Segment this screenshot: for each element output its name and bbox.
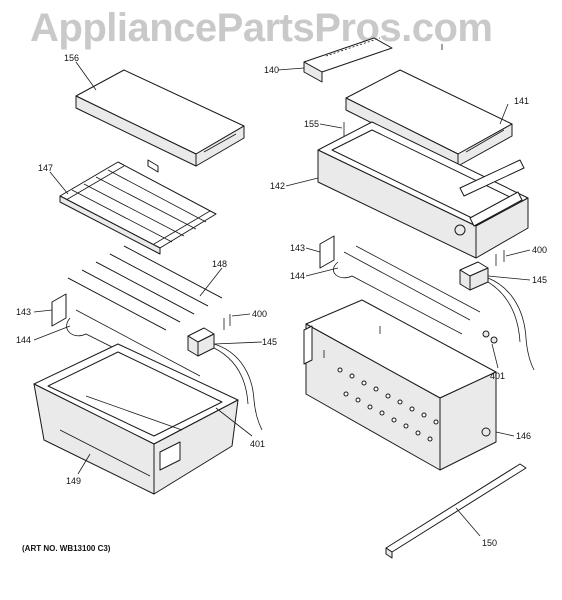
callout-401: 401 — [250, 439, 265, 449]
callout-156: 156 — [64, 53, 79, 63]
callout-155: 155 — [304, 119, 319, 129]
callout-144: 144 — [290, 271, 305, 281]
callout-145: 145 — [262, 337, 277, 347]
callout-400: 400 — [532, 245, 547, 255]
watermark-logo: AppliancePartsPros.com — [30, 6, 493, 50]
part-147-grate[interactable] — [59, 161, 217, 255]
part-141-lid[interactable] — [345, 69, 513, 167]
callout-142: 142 — [270, 181, 285, 191]
part-156-cover[interactable] — [75, 69, 245, 173]
callout-146: 146 — [516, 431, 531, 441]
part-143-bracket[interactable] — [51, 293, 67, 327]
screw-400-right[interactable] — [495, 250, 505, 266]
part-149-pan[interactable] — [33, 343, 239, 495]
part-143-bracket[interactable] — [319, 235, 335, 269]
part-146-tray[interactable] — [303, 299, 497, 471]
part-148-tubes[interactable] — [67, 245, 223, 331]
callout-401: 401 — [490, 371, 505, 381]
callout-141: 141 — [514, 96, 529, 106]
callout-149: 149 — [66, 476, 81, 486]
part-140-vent[interactable] — [303, 37, 443, 83]
callout-143: 143 — [16, 307, 31, 317]
callout-400: 400 — [252, 309, 267, 319]
part-142-housing[interactable] — [317, 121, 529, 259]
callout-143: 143 — [290, 243, 305, 253]
part-150-rail[interactable] — [385, 463, 527, 559]
callout-144: 144 — [16, 335, 31, 345]
part-144-element[interactable] — [333, 245, 481, 335]
screw-400-left[interactable] — [223, 314, 231, 330]
callout-148: 148 — [212, 259, 227, 269]
leader-lines — [33, 61, 531, 537]
screw-401-right[interactable] — [482, 330, 498, 344]
part-145-switch[interactable] — [187, 327, 263, 431]
part-145-switch[interactable] — [459, 261, 535, 371]
art-number: (ART NO. WB13100 C3) — [22, 544, 111, 553]
callout-140: 140 — [264, 65, 279, 75]
callout-147: 147 — [38, 163, 53, 173]
callout-150: 150 — [482, 538, 497, 548]
callout-145: 145 — [532, 275, 547, 285]
part-144-element[interactable] — [66, 309, 201, 387]
